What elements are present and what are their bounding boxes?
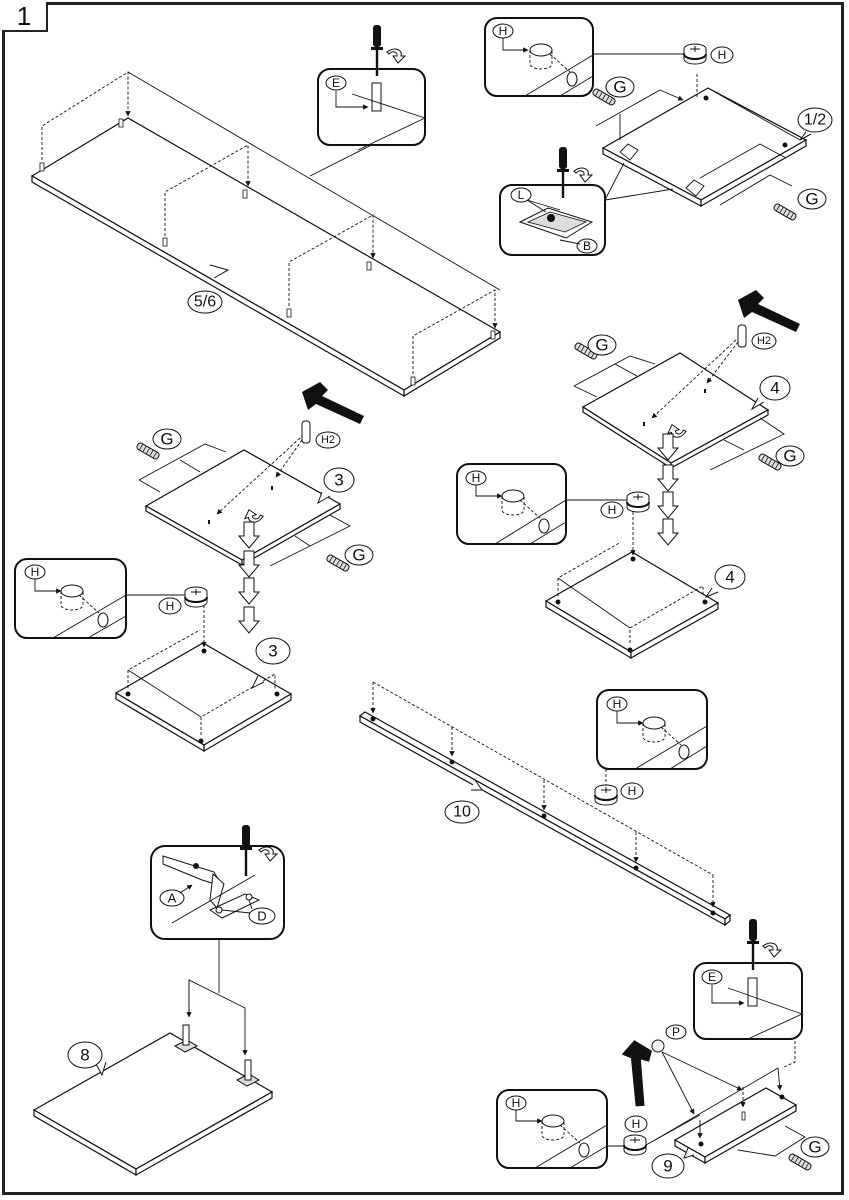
down-arrow-icon — [657, 518, 679, 546]
top-panel-5-6: 5/6 — [30, 71, 502, 398]
down-arrow-icon — [657, 491, 679, 519]
cam-lock-detail-shelf3: H H — [14, 558, 208, 639]
cam-lock-label-H-side-detail: H — [499, 24, 508, 38]
cam-lock-label-H-shelf4-detail: H — [472, 471, 481, 485]
shelf-4-lower: 4 — [544, 512, 746, 660]
cam-bolt-label-E-plinth: E — [708, 970, 716, 984]
dowel-label-G-shelf4-top: G — [595, 336, 608, 355]
shelf-pin-label-H2-right: H2 — [757, 335, 771, 347]
mounting-plate-detail: L B — [499, 147, 674, 256]
dowel-label-G-shelf3-top: G — [160, 430, 173, 449]
shelf-3-lower: 3 — [114, 605, 293, 753]
dowel-label-G-side-bottom: G — [805, 190, 818, 209]
dowel-label-G-plinth: G — [808, 1138, 821, 1157]
shelf-4-upper: H2 G G 4 — [573, 290, 805, 472]
shelf-3-upper: H2 G G 3 — [135, 382, 374, 573]
dowel-label-G-shelf4-bottom: G — [783, 447, 796, 466]
part-label-3-upper: 3 — [334, 471, 343, 490]
part-label-5-6: 5/6 — [187, 264, 230, 314]
cam-lock-label-H-shelf4: H — [608, 503, 617, 517]
cam-lock-detail-rail: H H — [594, 689, 708, 806]
cap-label-P: P — [672, 1025, 680, 1039]
cam-lock-label-H-shelf3: H — [166, 599, 175, 613]
part-label-1-2-text: 1/2 — [804, 112, 826, 129]
cam-lock-detail-side: H — [484, 17, 685, 97]
cam-lock-label-H-side: H — [718, 48, 727, 62]
part-label-3-lower: 3 — [268, 642, 277, 661]
plinth-9: P G 9 — [606, 1024, 830, 1179]
part-label-10: 10 — [453, 804, 471, 821]
down-arrow-icon — [238, 606, 260, 634]
hinge-right — [235, 1059, 261, 1087]
side-panel-1-2: G G 1/2 H — [591, 43, 833, 222]
step-number: 1 — [2, 0, 48, 32]
rail-10: 10 — [358, 681, 732, 927]
hinge-screw-label-D: D — [257, 909, 266, 924]
part-label-8: 8 — [80, 1046, 89, 1065]
hardware-label-E-top: E — [332, 76, 340, 90]
step-number-text: 1 — [16, 0, 32, 31]
hinge-left — [173, 1024, 199, 1053]
mounting-plate-label-B: B — [583, 239, 591, 253]
cam-lock-label-H-shelf3-detail: H — [31, 565, 40, 579]
cam-bolt-pins — [39, 118, 496, 386]
cam-lock-label-H-rail-detail: H — [613, 697, 622, 711]
part-label-5-6-text: 5/6 — [194, 294, 216, 311]
mounting-plate-label-L: L — [518, 188, 525, 202]
part-label-4-upper: 4 — [770, 379, 779, 398]
dowel-label-G-shelf3-bottom: G — [352, 546, 365, 565]
hinge-detail: A D — [150, 825, 285, 940]
cam-lock-label-H-rail: H — [628, 784, 637, 798]
door-8: 8 — [32, 939, 274, 1177]
dowel-label-G-side-top: G — [613, 78, 626, 97]
cam-lock-detail-shelf4: H H — [456, 463, 650, 545]
cam-lock-detail-plinth: H H — [496, 1089, 701, 1169]
cam-bolt-detail-top: E — [317, 25, 426, 151]
down-arrow-icon — [657, 464, 679, 492]
part-label-9: 9 — [663, 1157, 672, 1176]
cam-bolt-detail-plinth: E — [693, 919, 803, 1040]
shelf-pin-label-H2-left: H2 — [321, 434, 335, 446]
part-label-4-lower: 4 — [725, 568, 734, 587]
down-arrow-icon — [238, 577, 260, 605]
hinge-label-A: A — [168, 891, 177, 906]
cam-lock-label-H-plinth: H — [632, 1117, 641, 1131]
cam-lock-label-H-plinth-detail: H — [512, 1096, 521, 1110]
